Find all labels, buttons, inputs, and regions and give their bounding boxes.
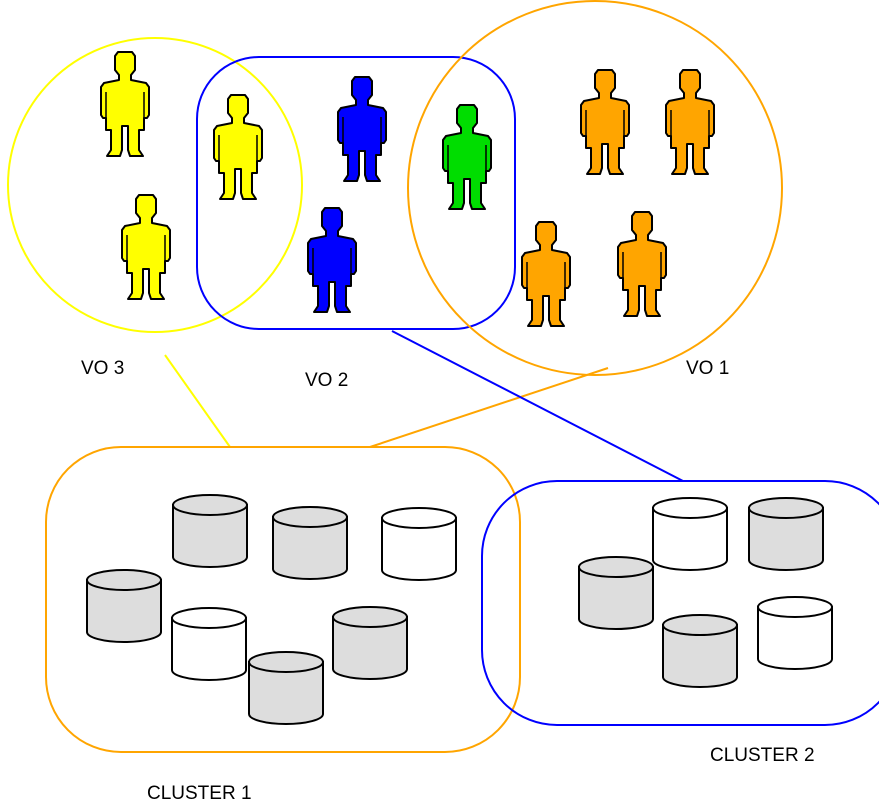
vo1-boundary xyxy=(407,0,783,376)
disk-icon xyxy=(248,651,324,725)
disk-icon xyxy=(332,606,408,680)
person-icon xyxy=(521,221,571,327)
person-icon xyxy=(442,104,492,210)
vo3-cluster1-connector xyxy=(164,354,231,448)
disk-icon xyxy=(272,506,348,580)
disk-icon xyxy=(86,569,162,643)
vo2-boundary xyxy=(196,56,516,330)
disk-icon xyxy=(381,507,457,581)
person-icon xyxy=(121,194,171,300)
vo3-boundary xyxy=(7,37,303,333)
disk-icon xyxy=(172,494,248,568)
person-icon xyxy=(617,211,667,317)
cluster2-boundary xyxy=(481,480,879,726)
disk-icon xyxy=(652,497,728,571)
vo3-label: VO 3 xyxy=(81,358,125,379)
disk-icon xyxy=(171,607,247,681)
disk-icon xyxy=(662,614,738,688)
person-icon xyxy=(307,207,357,313)
vo2-cluster2-connector xyxy=(391,330,684,482)
person-icon xyxy=(665,69,715,175)
disk-icon xyxy=(578,556,654,630)
cluster1-boundary xyxy=(45,446,521,753)
vo2-label: VO 2 xyxy=(305,370,349,391)
disk-icon xyxy=(757,596,833,670)
vo1-label: VO 1 xyxy=(686,358,730,379)
person-icon xyxy=(100,51,150,157)
cluster2-label: CLUSTER 2 xyxy=(710,745,815,766)
vo1-cluster1-connector xyxy=(369,367,609,448)
disk-icon xyxy=(748,497,824,571)
person-icon xyxy=(580,69,630,175)
person-icon xyxy=(337,76,387,182)
person-icon xyxy=(213,94,263,200)
cluster1-label: CLUSTER 1 xyxy=(147,783,252,804)
